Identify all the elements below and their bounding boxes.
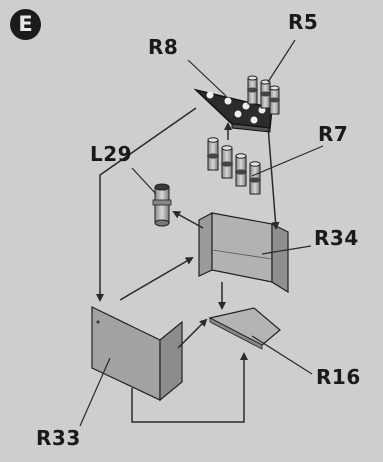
part-r16-plate [210, 308, 280, 349]
part-r33-wall [92, 307, 182, 400]
label-r7: R7 [318, 124, 348, 144]
label-r5: R5 [288, 12, 318, 32]
label-l29: L29 [90, 144, 132, 164]
label-r33: R33 [36, 428, 81, 448]
label-r16: R16 [316, 367, 361, 387]
part-l29-cylinder [153, 184, 171, 226]
label-r8: R8 [148, 37, 178, 57]
part-r7-posts [207, 138, 261, 194]
label-r34: R34 [314, 228, 359, 248]
